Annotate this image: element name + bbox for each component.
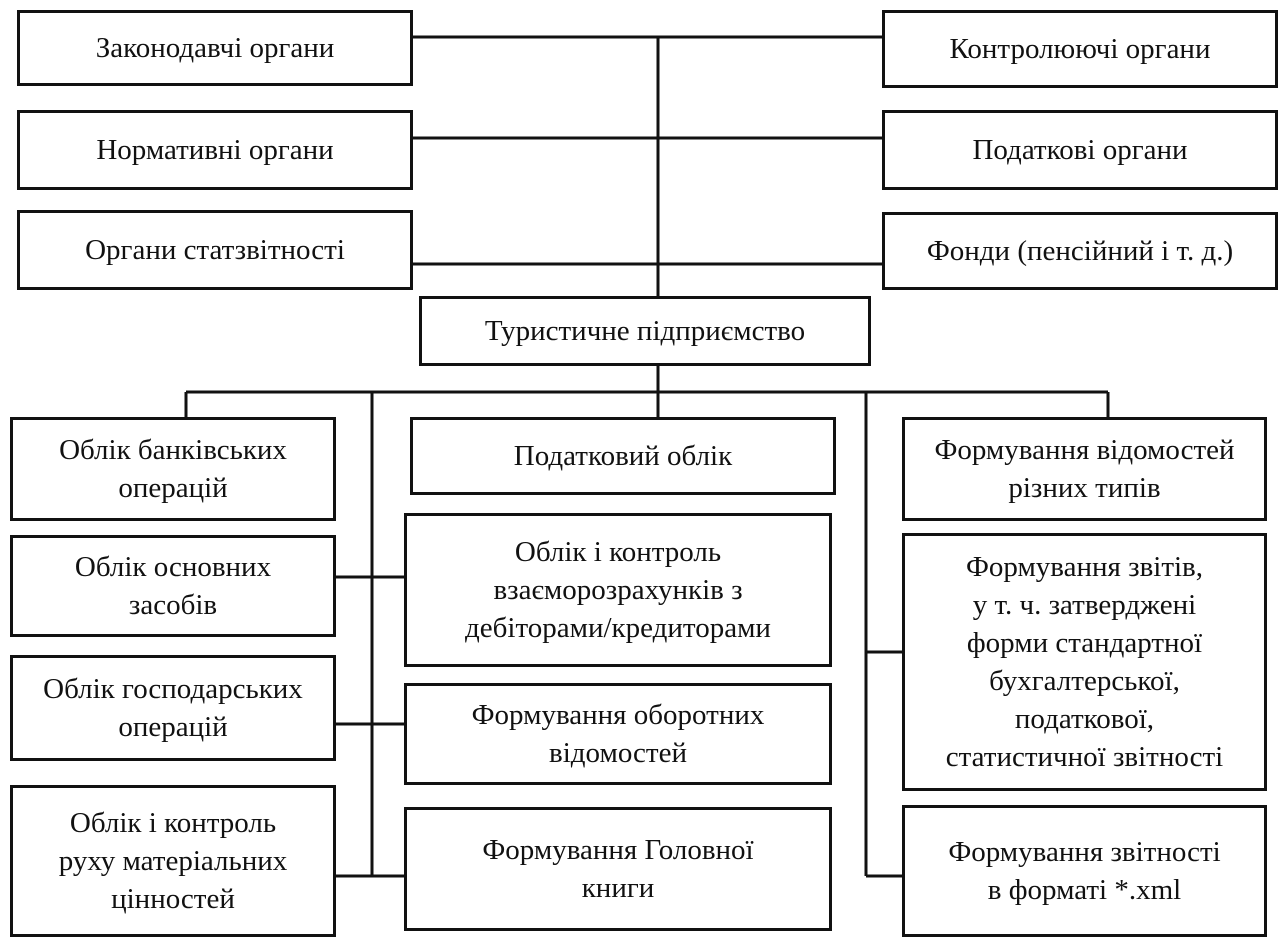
box-tax-accounting: Податковий облік — [410, 417, 836, 495]
box-bank-operations: Облік банківських операцій — [10, 417, 336, 521]
box-settlements: Облік і контроль взаєморозрахунків з деб… — [404, 513, 832, 667]
box-tax-bodies: Податкові органи — [882, 110, 1278, 190]
box-funds: Фонди (пенсійний і т. д.) — [882, 212, 1278, 290]
box-tourist-enterprise: Туристичне підприємство — [419, 296, 871, 366]
box-statistics-bodies: Органи статзвітності — [17, 210, 413, 290]
box-control-bodies: Контролюючі органи — [882, 10, 1278, 88]
box-general-ledger: Формування Головної книги — [404, 807, 832, 931]
box-xml-reports: Формування звітності в форматі *.xml — [902, 805, 1267, 937]
box-reports: Формування звітів, у т. ч. затверджені ф… — [902, 533, 1267, 791]
box-turnover-statements: Формування оборотних відомостей — [404, 683, 832, 785]
box-legislative-bodies: Законодавчі органи — [17, 10, 413, 86]
box-business-operations: Облік господарських операцій — [10, 655, 336, 761]
box-statements-types: Формування відомостей різних типів — [902, 417, 1267, 521]
box-material-values: Облік і контроль руху матеріальних цінно… — [10, 785, 336, 937]
box-regulatory-bodies: Нормативні органи — [17, 110, 413, 190]
box-fixed-assets: Облік основних засобів — [10, 535, 336, 637]
